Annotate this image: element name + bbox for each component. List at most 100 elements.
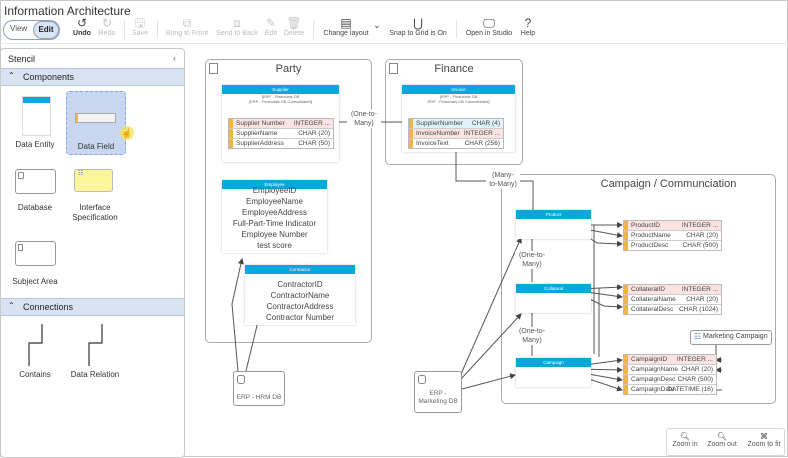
data-entity-icon bbox=[22, 96, 51, 136]
monitor-icon: 🖵 bbox=[483, 16, 495, 30]
entity-header: Collateral bbox=[516, 284, 591, 293]
undo-icon: ↺ bbox=[76, 16, 88, 30]
help-button[interactable]: ? Help bbox=[518, 16, 538, 37]
data-relation-connector-icon bbox=[88, 324, 103, 366]
connections-section-header[interactable]: ⌃ Connections bbox=[1, 298, 184, 316]
zoom-controls: 🔍︎ Zoom in 🔍︎ Zoom out ⌘ Zoom to fit bbox=[666, 428, 785, 456]
toolbar-divider bbox=[313, 20, 314, 38]
database-icon bbox=[15, 169, 56, 194]
zoom-out-button[interactable]: 🔍︎ Zoom out bbox=[703, 432, 741, 448]
entity-employee[interactable]: Employee EmployeeID EmployeeName Employe… bbox=[222, 180, 327, 253]
entity-header: Campaign bbox=[516, 358, 591, 367]
subject-area-icon bbox=[209, 63, 218, 74]
stencil-item-interface-specification[interactable]: ☷ Interface Specification bbox=[72, 169, 118, 222]
contains-line-marketing-collateral bbox=[460, 313, 522, 380]
save-button[interactable]: 🖫 Save bbox=[128, 16, 152, 37]
interface-specification-icon: ☷ bbox=[74, 169, 113, 192]
relation-label[interactable]: (One-to- Many) bbox=[347, 110, 381, 128]
chevron-up-icon: ⌃ bbox=[8, 71, 15, 80]
stencil-item-contains[interactable]: Contains bbox=[13, 322, 57, 384]
delete-button[interactable]: 🗑 Delete bbox=[283, 16, 305, 37]
save-icon: 🖫 bbox=[134, 16, 146, 30]
stencil-item-data-field[interactable]: Data Field bbox=[66, 91, 126, 155]
database-erp-hrm[interactable]: ERP - HRM DB bbox=[233, 371, 285, 406]
entity-header: Invoice bbox=[402, 85, 515, 94]
question-icon: ? bbox=[524, 16, 532, 30]
entity-contractor[interactable]: Contractor ContractorID ContractorName C… bbox=[245, 265, 355, 325]
edit-mode-button[interactable]: Edit bbox=[33, 21, 59, 39]
entity-campaign[interactable]: Campaign bbox=[516, 358, 591, 387]
trash-icon: 🗑 bbox=[286, 16, 302, 30]
entity-header: Supplier bbox=[222, 85, 339, 94]
entity-header: Employee bbox=[222, 180, 327, 189]
toolbar-divider bbox=[124, 20, 125, 38]
database-erp-marketing[interactable]: ERP - Marketing DB bbox=[414, 371, 462, 413]
view-mode-button[interactable]: View bbox=[10, 24, 28, 33]
entity-product[interactable]: Product bbox=[516, 210, 591, 239]
stencil-item-data-relation[interactable]: Data Relation bbox=[67, 322, 123, 384]
components-section-header[interactable]: ⌃ Components bbox=[1, 68, 184, 86]
zoom-to-fit-icon: ⌘ bbox=[760, 432, 768, 441]
toolbar-divider bbox=[456, 20, 457, 38]
subject-area-icon bbox=[389, 63, 398, 74]
entity-header: Contractor bbox=[245, 265, 355, 274]
relation-label[interactable]: (One-to- Many) bbox=[515, 327, 549, 345]
send-to-back-icon: ⧈ bbox=[233, 16, 241, 30]
zoom-in-button[interactable]: 🔍︎ Zoom in bbox=[670, 432, 700, 448]
collapse-panel-icon[interactable]: ‹ bbox=[173, 53, 176, 63]
magnet-icon: ⋃ bbox=[413, 16, 423, 30]
chevron-up-icon: ⌃ bbox=[8, 301, 15, 310]
stencil-item-subject-area[interactable]: Subject Area bbox=[7, 239, 63, 289]
zoom-out-icon: 🔍︎ bbox=[716, 432, 728, 441]
entity-header: Product bbox=[516, 210, 591, 219]
stencil-panel: Stencil ‹ ⌃ Components Data Entity Data … bbox=[0, 48, 185, 458]
window-title: Information Architecture bbox=[4, 4, 131, 18]
bring-to-front-button[interactable]: ⧉ Bring to Front bbox=[162, 16, 212, 37]
database-icon bbox=[237, 375, 245, 384]
diagram-canvas[interactable]: Party Finance Campaign / Communciation bbox=[184, 44, 787, 456]
toolbar-divider bbox=[157, 20, 158, 38]
relation-label[interactable]: (One-to- Many) bbox=[515, 251, 549, 269]
redo-button[interactable]: ↻ Redo bbox=[96, 16, 118, 37]
change-layout-button[interactable]: ▤ Change layout bbox=[320, 16, 372, 37]
chevron-down-icon: ⌄ bbox=[373, 20, 381, 30]
interface-marketing-campaign[interactable]: ☷ Marketing Campaign bbox=[690, 330, 772, 345]
edit-button[interactable]: ✎ Edit bbox=[262, 16, 280, 37]
stencil-item-data-entity[interactable]: Data Entity bbox=[9, 91, 61, 153]
zoom-to-fit-button[interactable]: ⌘ Zoom to fit bbox=[744, 432, 784, 448]
undo-button[interactable]: ↺ Undo bbox=[70, 16, 94, 37]
entity-collateral[interactable]: Collateral bbox=[516, 284, 591, 313]
change-layout-dropdown[interactable]: ⌄ bbox=[372, 20, 382, 31]
toolbar-bottom-divider bbox=[0, 43, 788, 44]
send-to-back-button[interactable]: ⧈ Send to Back bbox=[214, 16, 260, 37]
open-in-studio-button[interactable]: 🖵 Open in Studio bbox=[465, 16, 513, 37]
snap-to-grid-button[interactable]: ⋃ Snap to Grid is On bbox=[389, 16, 447, 37]
database-icon bbox=[418, 375, 426, 384]
view-edit-toggle[interactable]: View Edit bbox=[3, 20, 60, 40]
stencil-item-database[interactable]: Database bbox=[9, 165, 61, 215]
zoom-in-icon: 🔍︎ bbox=[679, 432, 691, 441]
relation-label[interactable]: (Many- to-Many) bbox=[486, 171, 520, 189]
contains-line-marketing-product bbox=[460, 237, 522, 375]
